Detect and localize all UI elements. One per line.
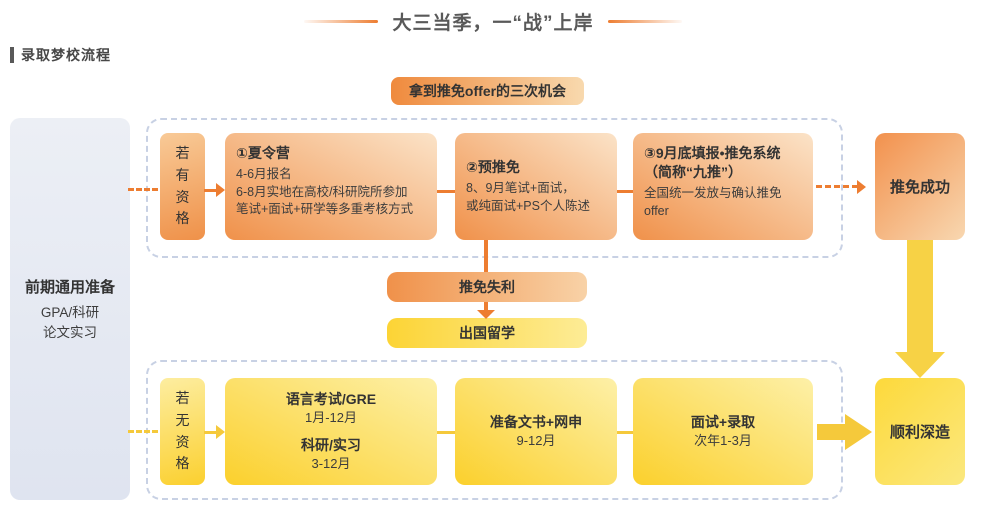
connector-fail-to-abroad-arrow-icon: [477, 310, 495, 319]
step-pre-recommendation: ②预推免 8、9月笔试+面试， 或纯面试+PS个人陈述: [455, 133, 617, 240]
result-further-study: 顺利深造: [875, 378, 965, 485]
connector-step3-to-success-arrow-icon: [857, 180, 866, 194]
step-september-system: ③9月底填报•推免系统 （简称“九推”） 全国统一发放与确认推免 offer: [633, 133, 813, 240]
block-arrow-to-further-study-shaft: [817, 424, 845, 440]
title-decor-line-right: [607, 20, 682, 23]
step-interview-admission-title: 面试+录取: [690, 413, 756, 430]
connector-fail-to-abroad-line: [484, 302, 488, 311]
step-language-test: 语言考试/GRE 1月-12月 科研/实习 3-12月: [225, 378, 437, 485]
connector-step1-step2: [437, 190, 455, 193]
common-prep-title: 前期通用准备: [24, 278, 115, 296]
step-pre-recommendation-body: 8、9月笔试+面试， 或纯面试+PS个人陈述: [466, 180, 590, 213]
step-summer-camp-body: 4-6月报名 6-8月实地在高校/科研院所参加 笔试+面试+研学等多重考核方式: [236, 166, 414, 217]
connector-qualifier-to-box1-line: [204, 431, 217, 434]
qualifier-has-eligibility-label: 若有资格: [175, 145, 190, 227]
section-bar-icon: [10, 47, 14, 63]
pill-study-abroad: 出国留学: [387, 318, 587, 348]
step-pre-recommendation-title: ②预推免: [466, 159, 520, 175]
step-summer-camp-title: ①夏令营: [236, 145, 290, 161]
step-language-test-sub: 1月-12月: [304, 409, 358, 425]
connector-qualifier-to-box1-arrow-icon: [216, 425, 225, 439]
step-language-test-title: 语言考试/GRE: [285, 390, 377, 407]
connector-box1-box2: [437, 431, 455, 434]
common-prep-body: GPA/科研 论文实习: [40, 304, 100, 340]
step-summer-camp: ①夏令营 4-6月报名 6-8月实地在高校/科研院所参加 笔试+面试+研学等多重…: [225, 133, 437, 240]
section-title: 录取梦校流程: [21, 47, 111, 63]
connector-qualifier-to-step1-arrow-icon: [216, 183, 225, 197]
connector-dashed-left-bottom: [128, 430, 158, 433]
step-interview-admission-sub: 次年1-3月: [694, 432, 752, 448]
block-arrow-to-further-study-head-icon: [845, 414, 872, 450]
opportunities-badge: 拿到推免offer的三次机会: [391, 77, 584, 105]
connector-step3-to-success-dashed: [816, 185, 858, 188]
step-september-system-title: ③9月底填报•推免系统 （简称“九推”）: [644, 145, 781, 180]
connector-qualifier-to-step1-line: [204, 189, 217, 192]
connector-step2-to-fail-line: [484, 240, 488, 272]
step-documents-application-sub: 9-12月: [516, 432, 556, 448]
title-decor-line-left: [304, 20, 379, 23]
step-documents-application-title: 准备文书+网申: [489, 413, 583, 430]
common-prep-panel: 前期通用准备 GPA/科研 论文实习: [10, 118, 130, 500]
step-interview-admission: 面试+录取 次年1-3月: [633, 378, 813, 485]
qualifier-has-eligibility: 若有资格: [160, 133, 205, 240]
section-header: 录取梦校流程: [10, 45, 111, 65]
step-documents-application: 准备文书+网申 9-12月: [455, 378, 617, 485]
connector-box2-box3: [617, 431, 633, 434]
step-september-system-body: 全国统一发放与确认推免 offer: [644, 185, 782, 218]
connector-step2-step3: [617, 190, 633, 193]
page-header: 大三当季，一“战”上岸: [0, 8, 986, 35]
result-recommendation-success: 推免成功: [875, 133, 965, 240]
qualifier-no-eligibility-label: 若无资格: [175, 390, 190, 472]
big-down-arrow-shaft: [907, 240, 933, 354]
step-research-intern-sub: 3-12月: [311, 455, 351, 471]
page-title: 大三当季，一“战”上岸: [392, 13, 594, 34]
big-down-arrow-head-icon: [895, 352, 945, 378]
step-research-intern-title: 科研/实习: [301, 437, 361, 453]
connector-dashed-left-top: [128, 188, 158, 191]
pill-recommendation-fail: 推免失利: [387, 272, 587, 302]
qualifier-no-eligibility: 若无资格: [160, 378, 205, 485]
